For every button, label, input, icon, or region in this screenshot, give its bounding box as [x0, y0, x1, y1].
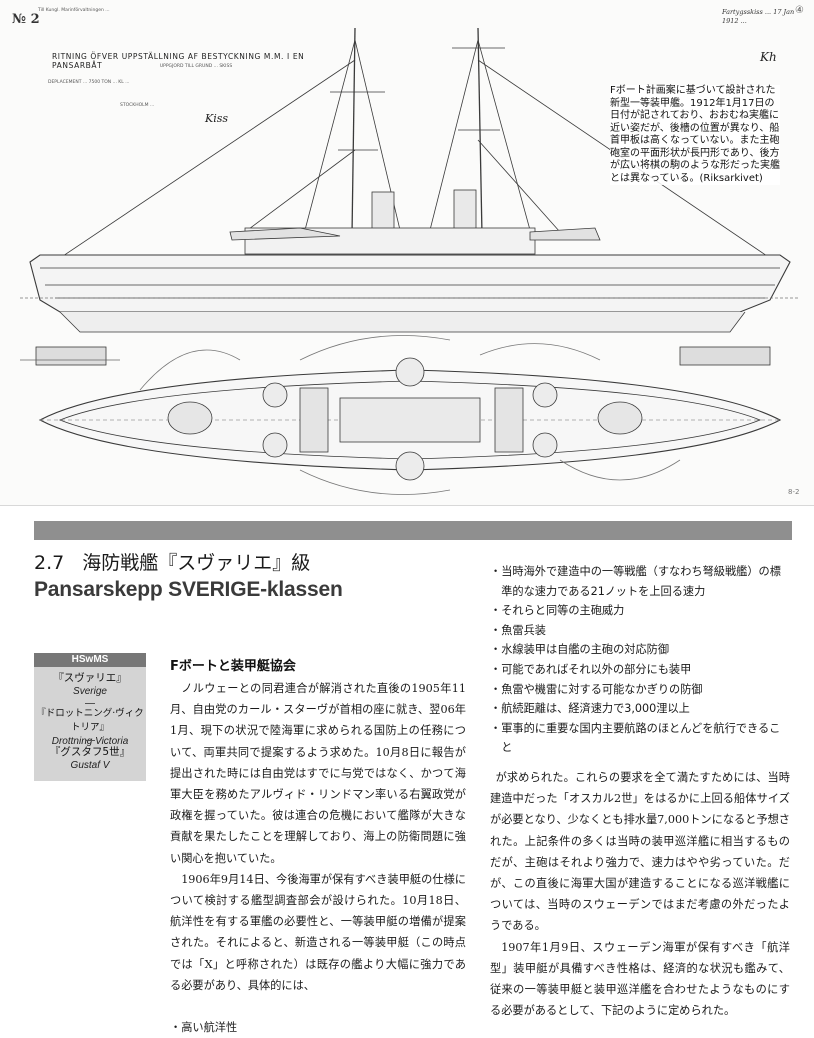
plate-signature-2: Kh [760, 50, 777, 64]
plate-handwriting: Fartygsskiss ... 17 Jan 1912 ... [722, 8, 795, 25]
paragraph: ノルウェーとの同君連合が解消された直後の1905年11月、自由党のカール・スター… [170, 682, 466, 865]
ship-name-en: Gustaf V [70, 760, 110, 771]
body-column-1: ノルウェーとの同君連合が解消された直後の1905年11月、自由党のカール・スター… [170, 678, 466, 1038]
ship-item: 『ドロットニング·ヴィクトリア』 Drottning Victoria [34, 707, 146, 748]
plate-header-text: Till Kungl. Marinförvaltningen ... [38, 8, 110, 13]
bullet-item: ・魚雷兵装 [490, 623, 546, 637]
photo-caption: Fボート計画案に基づいて設計された新型一等装甲艦。1912年1月17日の日付が記… [610, 85, 780, 185]
ship-name-jp: 『ドロットニング·ヴィクトリア』 [36, 708, 144, 733]
ship-name-jp: 『スヴァリエ』 [53, 672, 127, 684]
bullet-item: ・それらと同等の主砲威力 [490, 604, 625, 618]
plate-title: RITNING ÖFVER UPPSTÄLLNING AF BESTYCKNIN… [52, 52, 305, 70]
divider [85, 703, 95, 704]
bullet-item: ・航続距離は、経済速力で3,000浬以上 [490, 702, 690, 716]
ship-item: 『グスタフ5世』 Gustaf V [34, 745, 146, 772]
section-bar [34, 521, 792, 540]
plate-number: № 2 [12, 12, 40, 27]
ship-list-header: HSwMS [34, 653, 146, 667]
section-number: 2.7 [34, 552, 65, 574]
ship-name-en: Drottning Victoria [51, 736, 129, 747]
paragraph: 1906年9月14日、今後海軍が保有すべき装甲艇の仕様について検討する艦型調査部… [170, 872, 466, 992]
requirements-list: ・当時海外で建造中の一等戦艦（すなわち弩級戦艦）の標準的な速力である21ノットを… [490, 562, 790, 758]
section-title-en: Pansarskepp SVERIGE-klassen [34, 578, 343, 601]
body-column-2: ・当時海外で建造中の一等戦艦（すなわち弩級戦艦）の標準的な速力である21ノットを… [490, 562, 790, 1021]
bullet-item: ・魚雷や機雷に対する可能なかぎりの防御 [490, 682, 703, 696]
bullet-item: ・高い航洋性 [170, 1021, 238, 1035]
bullet-item: ・水線装甲は自艦の主砲の対応防御 [490, 643, 670, 657]
body-text: が求められた。これらの要求を全て満たすためには、当時建造中だった「オスカル2世」… [490, 767, 790, 1021]
bullet-item: ・当時海外で建造中の一等戦艦（すなわち弩級戦艦）の標準的な速力である21ノットを… [490, 565, 781, 598]
section-title: 2.7 海防戦艦『スヴァリエ』級 [34, 551, 310, 575]
subheading: Fボートと装甲艇協会 [170, 659, 296, 674]
circled-number: ④ [795, 5, 804, 16]
paragraph: が求められた。これらの要求を全て満たすためには、当時建造中だった「オスカル2世」… [490, 770, 790, 933]
paragraph: 1907年1月9日、スウェーデン海軍が保有すべき「航洋型」装甲艇が具備すべき性格… [490, 940, 790, 1018]
section-title-jp: 海防戦艦『スヴァリエ』級 [82, 552, 311, 574]
ship-list-box: HSwMS 『スヴァリエ』 Sverige 『ドロットニング·ヴィクトリア』 D… [34, 653, 146, 781]
bullet-item: ・軍事的に重要な国内主要航路のほとんどを航行できること [490, 721, 781, 755]
plate-notes: DEPLACEMENT ... 7500 TON ... KL ... [48, 80, 130, 85]
ship-drawing [20, 27, 800, 495]
plate-signature: Kiss [205, 112, 229, 125]
blueprint-plate: № 2 Till Kungl. Marinförvaltningen ... R… [0, 0, 814, 506]
ship-name-en: Sverige [73, 686, 107, 697]
ship-name-jp: 『グスタフ5世』 [49, 746, 131, 758]
ship-item: 『スヴァリエ』 Sverige [34, 671, 146, 698]
plate-small-line: STOCKHOLM ... [120, 103, 155, 108]
plate-subtitle: UPPGJORD TILL GRUND ... SKISS [159, 64, 233, 69]
bullet-item: ・可能であればそれ以外の部分にも装甲 [490, 662, 692, 676]
corner-mark: 8-2 [788, 488, 800, 496]
divider [85, 740, 95, 741]
